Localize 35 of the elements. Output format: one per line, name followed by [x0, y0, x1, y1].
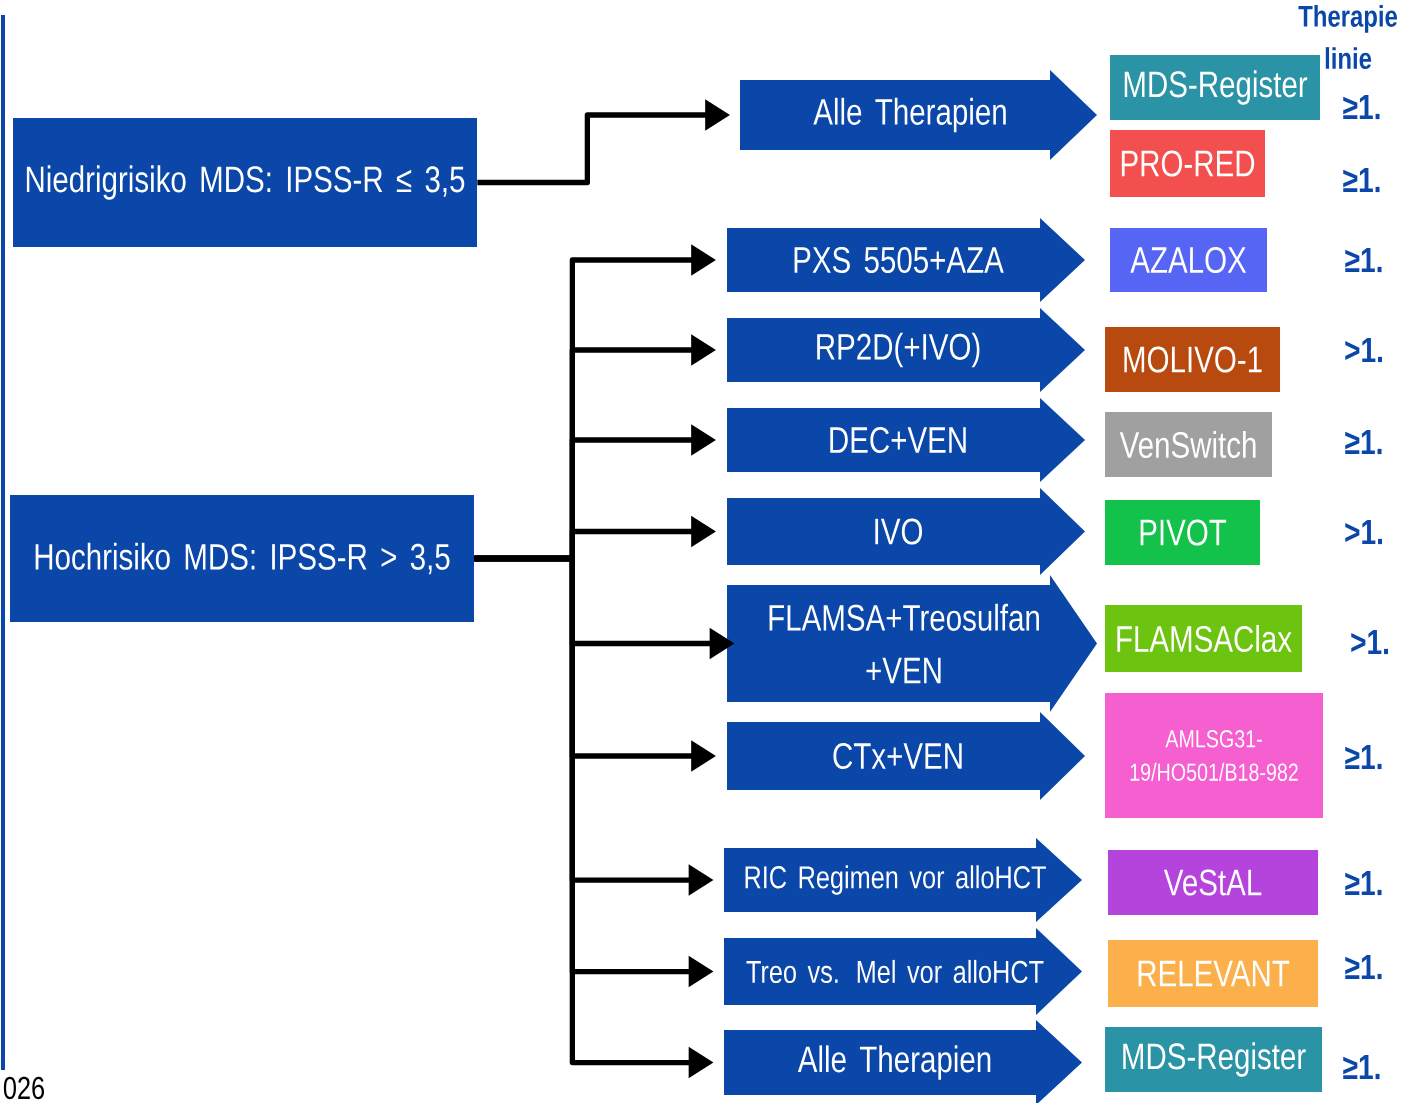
therapy-box: Alle Therapien: [740, 70, 1097, 160]
therapy-box: RIC Regimen vor alloHCT: [724, 838, 1082, 922]
therapy-box: IVO: [727, 488, 1085, 575]
cut-off-text: 026: [3, 1076, 44, 1100]
therapy-box: DEC+VEN: [727, 398, 1085, 482]
therapy-line-label: ≥1.: [1345, 429, 1382, 455]
study-box: MDS-Register: [1105, 1027, 1322, 1092]
therapy-box: Alle Therapien: [724, 1020, 1082, 1103]
therapy-line-label: ≥1.: [1343, 94, 1380, 120]
study-box: RELEVANT: [1108, 940, 1318, 1007]
study-box: AMLSG31-19/HO501/B18-982: [1105, 693, 1323, 818]
therapy-box: Treo vs. Mel vor alloHCT: [724, 928, 1082, 1015]
therapy-box: PXS 5505+AZA: [727, 218, 1085, 302]
study-box: MDS-Register: [1110, 55, 1320, 120]
therapy-box: CTx+VEN: [727, 712, 1085, 800]
therapy-line-label: ≥1.: [1345, 954, 1382, 980]
therapy-line-label: ≥1.: [1345, 870, 1382, 896]
risk-group-box: Hochrisiko MDS: IPSS-R > 3,5: [10, 495, 474, 622]
therapy-line-label: ≥1.: [1343, 1054, 1380, 1080]
therapy-line-label: >1.: [1351, 629, 1388, 655]
study-box: MOLIVO-1: [1105, 327, 1281, 392]
study-box: PIVOT: [1105, 500, 1260, 565]
study-box: VeStAL: [1108, 850, 1318, 915]
study-box: FLAMSAClax: [1105, 605, 1303, 672]
therapy-line-label: ≥1.: [1345, 744, 1382, 770]
therapy-line-label: ≥1.: [1345, 247, 1382, 273]
therapy-box: FLAMSA+Treosulfan +VEN: [727, 575, 1097, 712]
therapy-box: RP2D(+IVO): [727, 308, 1085, 392]
therapy-line-label: >1.: [1345, 519, 1382, 545]
therapy-line-label: >1.: [1345, 337, 1382, 363]
study-box: AZALOX: [1110, 228, 1267, 292]
study-box: VenSwitch: [1105, 412, 1273, 477]
therapy-line-label: ≥1.: [1343, 167, 1380, 193]
risk-group-box: Niedrigrisiko MDS: IPSS-R ≤ 3,5: [13, 118, 477, 247]
study-box: PRO-RED: [1110, 130, 1266, 197]
